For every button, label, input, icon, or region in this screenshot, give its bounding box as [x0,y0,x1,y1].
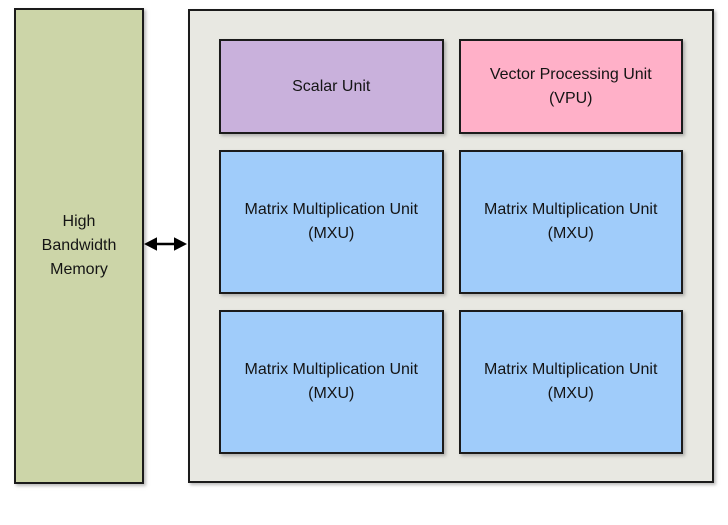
mxu-block-bottom-left: Matrix Multiplication Unit (MXU) [219,310,444,454]
mxu-block-top-left: Matrix Multiplication Unit (MXU) [219,150,444,294]
mxu-label: Matrix Multiplication Unit (MXU) [244,201,418,242]
vector-processing-unit-label: Vector Processing Unit (VPU) [489,65,652,107]
mxu-label: Matrix Multiplication Unit (MXU) [244,361,418,402]
vector-processing-unit-block: Vector Processing Unit (VPU) [458,39,683,134]
mxu-block-top-right: Matrix Multiplication Unit (MXU) [458,150,683,294]
processor-chip-container: Scalar Unit Vector Processing Unit (VPU)… [188,9,714,483]
mxu-label: Matrix Multiplication Unit (MXU) [484,361,658,402]
high-bandwidth-memory-label: High Bandwidth Memory [41,213,117,278]
high-bandwidth-memory-block: High Bandwidth Memory [14,8,144,484]
mxu-label: Matrix Multiplication Unit (MXU) [484,201,658,242]
scalar-unit-block: Scalar Unit [219,39,444,134]
bidirectional-arrow-icon [144,237,187,251]
mxu-block-bottom-right: Matrix Multiplication Unit (MXU) [458,310,683,454]
scalar-unit-label: Scalar Unit [292,77,371,95]
